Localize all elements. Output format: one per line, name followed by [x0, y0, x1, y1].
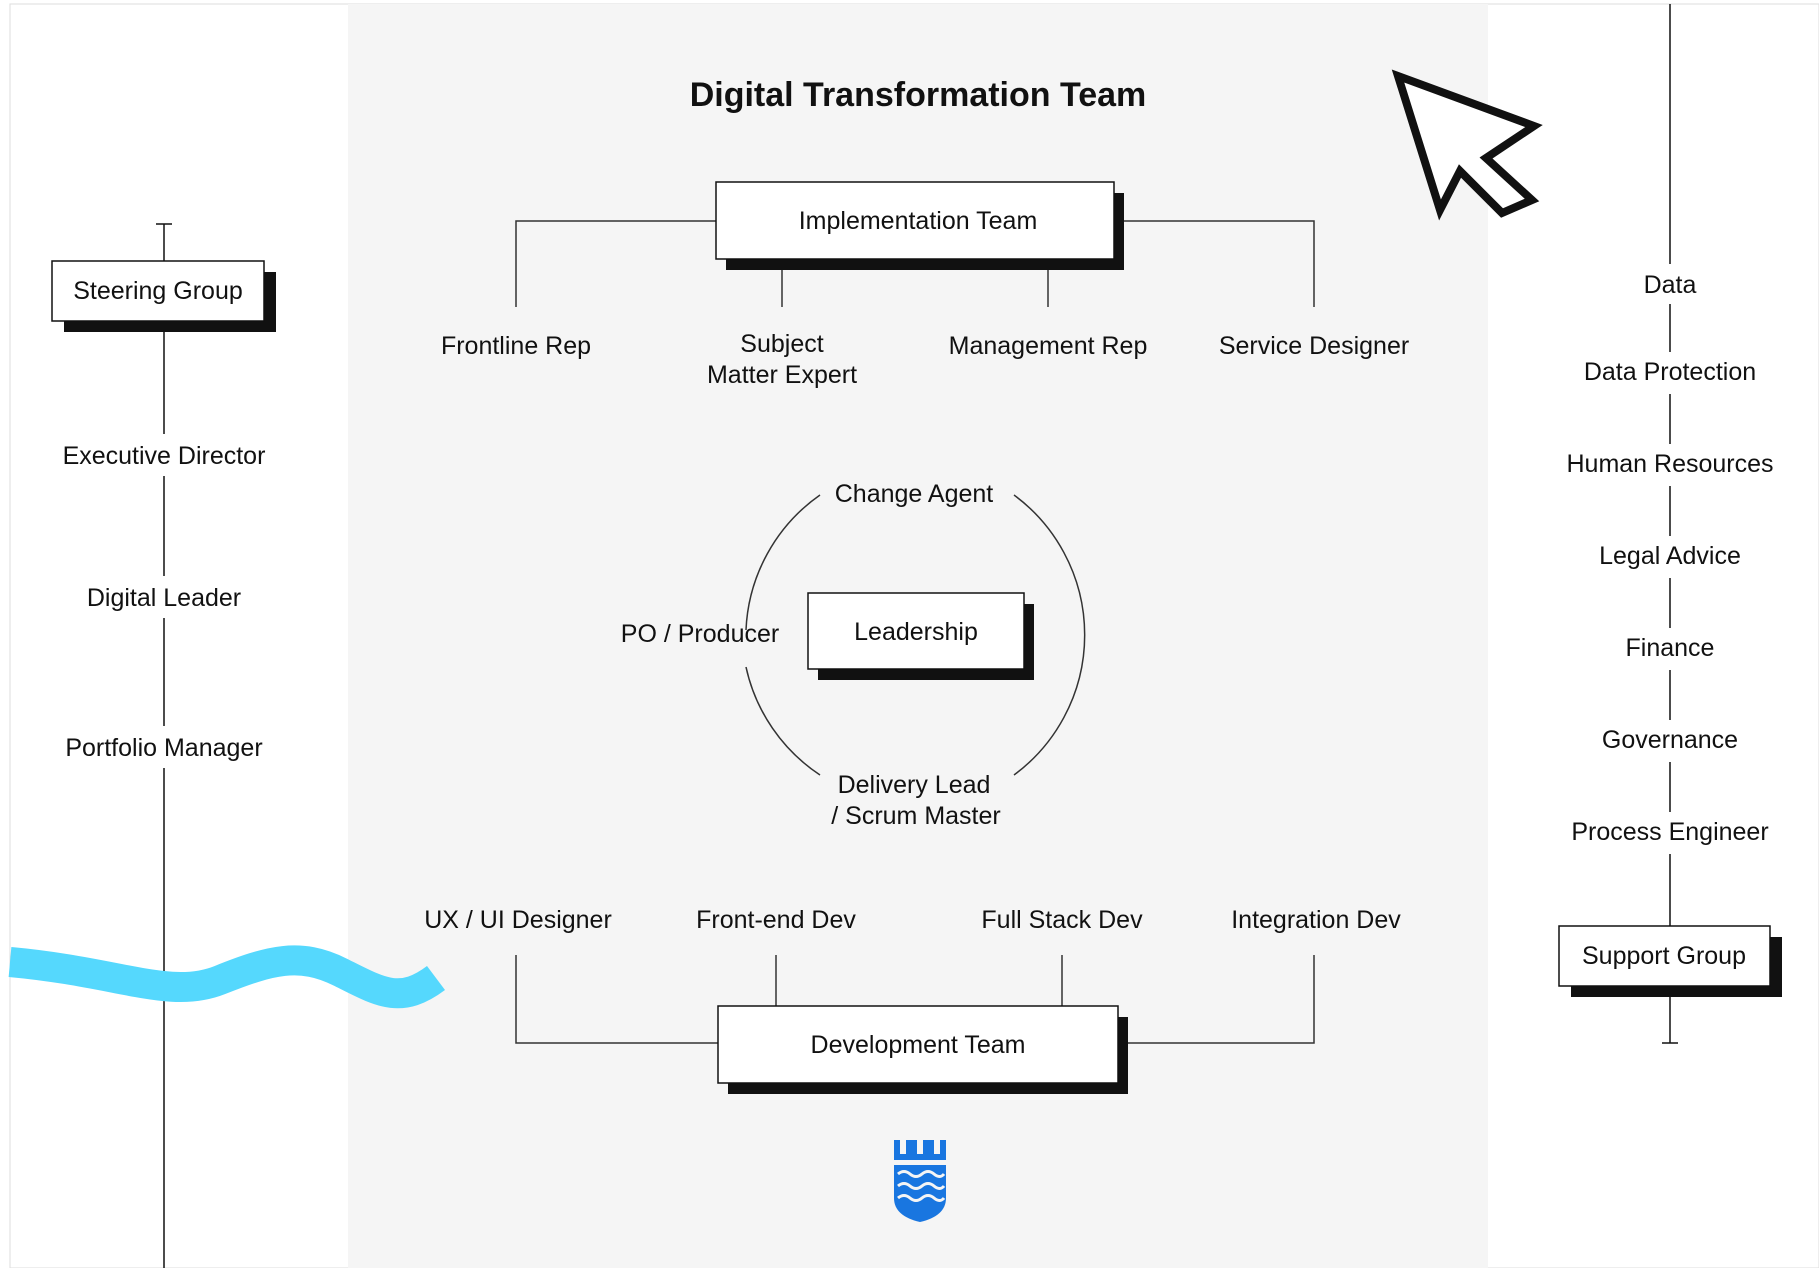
support-group-column	[1662, 4, 1678, 1044]
role-delivery-lead-line2: / Scrum Master	[831, 802, 1000, 830]
role-subject-matter-expert-line2: Matter Expert	[707, 361, 857, 389]
role-portfolio-manager: Portfolio Manager	[65, 734, 262, 762]
development-team-label: Development Team	[811, 1031, 1026, 1059]
role-service-designer: Service Designer	[1219, 332, 1409, 360]
role-frontline-rep: Frontline Rep	[441, 332, 591, 360]
leadership-circle	[745, 494, 1086, 776]
role-governance: Governance	[1602, 726, 1738, 754]
shield-logo-icon	[894, 1140, 946, 1222]
development-connectors	[515, 955, 1315, 1044]
role-digital-leader: Digital Leader	[87, 584, 241, 612]
role-change-agent: Change Agent	[835, 480, 994, 508]
page-title: Digital Transformation Team	[690, 76, 1147, 114]
role-management-rep: Management Rep	[949, 332, 1148, 360]
steering-group-label: Steering Group	[73, 277, 243, 305]
support-group-label: Support Group	[1582, 942, 1746, 970]
implementation-team-label: Implementation Team	[799, 207, 1038, 235]
role-po-producer: PO / Producer	[621, 620, 779, 648]
role-front-end-dev: Front-end Dev	[696, 906, 856, 934]
wave-decoration	[8, 945, 445, 1009]
role-process-engineer: Process Engineer	[1571, 818, 1768, 846]
role-delivery-lead-line1: Delivery Lead	[838, 771, 991, 799]
role-data: Data	[1644, 271, 1697, 299]
role-ux-ui-designer: UX / UI Designer	[424, 906, 612, 934]
role-data-protection: Data Protection	[1584, 358, 1756, 386]
role-legal-advice: Legal Advice	[1599, 542, 1741, 570]
implementation-team-box: Implementation Team	[715, 181, 1124, 270]
role-integration-dev: Integration Dev	[1231, 906, 1401, 934]
role-subject-matter-expert-line1: Subject	[740, 330, 823, 358]
role-executive-director: Executive Director	[63, 442, 266, 470]
leadership-label: Leadership	[854, 618, 978, 646]
support-group-box: Support Group	[1558, 925, 1782, 997]
role-human-resources: Human Resources	[1566, 450, 1773, 478]
development-team-box: Development Team	[717, 1005, 1128, 1094]
role-finance: Finance	[1626, 634, 1715, 662]
role-full-stack-dev: Full Stack Dev	[981, 906, 1143, 934]
steering-group-box: Steering Group	[51, 260, 276, 332]
cursor-arrow-icon	[1391, 69, 1543, 221]
leadership-box: Leadership	[807, 592, 1034, 680]
